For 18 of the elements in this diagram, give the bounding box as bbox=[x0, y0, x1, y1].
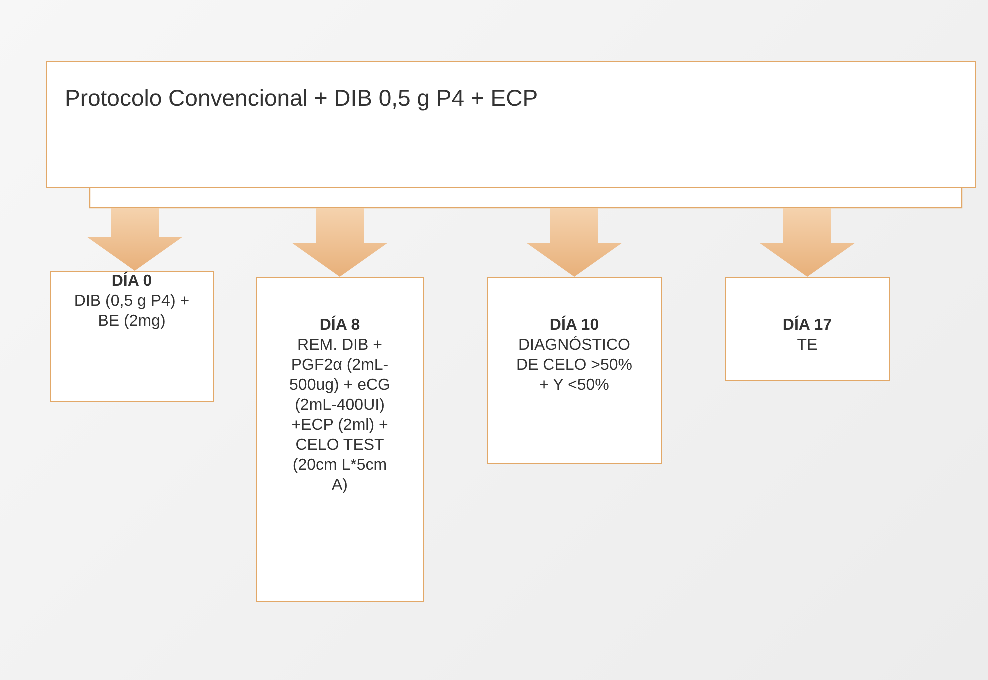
title-text: Protocolo Convencional + DIB 0,5 g P4 + ECP bbox=[65, 84, 540, 112]
block-arrow bbox=[292, 208, 388, 277]
step-description: DIB (0,5 g P4) + BE (2mg) bbox=[73, 292, 191, 332]
block-arrow bbox=[87, 208, 183, 271]
step-box bbox=[487, 277, 662, 464]
step-box bbox=[256, 277, 424, 602]
day-heading: DÍA 8 bbox=[318, 316, 362, 336]
title-box bbox=[46, 61, 976, 188]
step-description: REM. DIB + PGF2α (2mL-500ug) + eCG (2mL-400UI) +ECP (2ml) + CELO TEST (20cm L*5cm A) bbox=[288, 336, 392, 496]
step-description: DIAGNÓSTICO DE CELO >50% + Y <50% bbox=[515, 336, 634, 396]
day-heading: DÍA 0 bbox=[110, 272, 154, 292]
block-arrow bbox=[526, 208, 622, 277]
day-heading: DÍA 10 bbox=[548, 316, 600, 336]
block-arrow bbox=[760, 208, 856, 277]
step-box bbox=[725, 277, 890, 381]
step-box bbox=[50, 271, 214, 402]
step-description: TE bbox=[796, 336, 819, 356]
day-heading: DÍA 17 bbox=[782, 316, 834, 336]
